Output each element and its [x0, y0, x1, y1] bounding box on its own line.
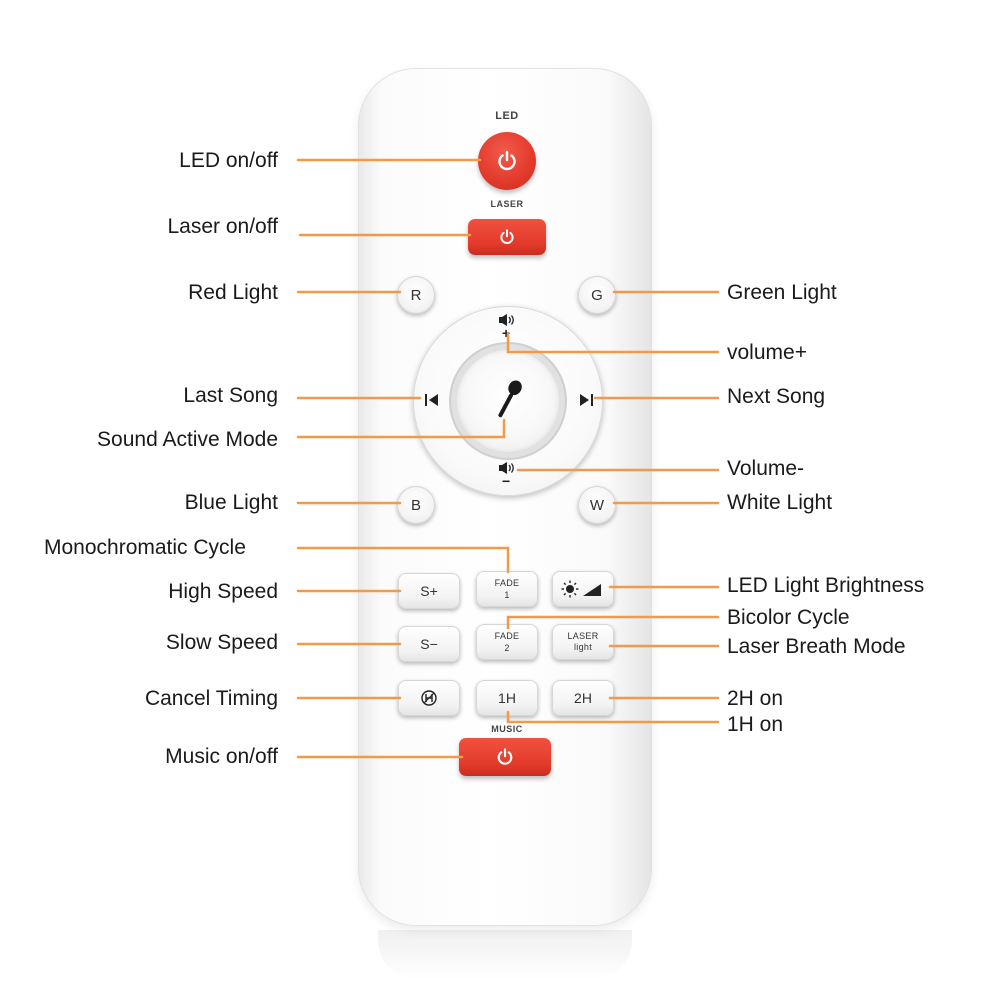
fade-2-button[interactable]: FADE 2: [476, 624, 538, 660]
green-light-button[interactable]: G: [578, 276, 616, 314]
label-last-song: Last Song: [183, 384, 278, 407]
volume-minus-sign: −: [502, 473, 511, 489]
music-label: MUSIC: [491, 724, 523, 734]
timer-1h-key-text: 1H: [498, 690, 516, 706]
timer-2h-key-text: 2H: [574, 690, 592, 706]
high-speed-key-text: S+: [420, 583, 438, 599]
label-slow-speed: Slow Speed: [165, 631, 278, 654]
label-led-onoff: LED on/off: [179, 149, 278, 172]
timer-2h-button[interactable]: 2H: [552, 680, 614, 716]
power-icon: [497, 748, 513, 765]
remote-reflection: [378, 930, 632, 980]
callout-line-bicolor: [506, 615, 720, 630]
led-power-button[interactable]: [478, 132, 536, 190]
fade-2-key-text: FADE: [494, 630, 520, 641]
last-song-button[interactable]: [424, 393, 440, 410]
red-light-button[interactable]: R: [397, 276, 435, 314]
callout-line-volume-plus: [506, 332, 720, 354]
white-light-button[interactable]: W: [578, 486, 616, 524]
label-2h-on: 2H on: [727, 687, 784, 710]
sound-active-button[interactable]: [457, 350, 559, 452]
speaker-icon: [499, 314, 514, 326]
callout-line-mono-cycle: [296, 546, 510, 574]
label-laser-onoff: Laser on/off: [167, 215, 278, 238]
label-led-brightness: LED Light Brightness: [727, 574, 925, 597]
volume-plus-sign: +: [502, 325, 511, 341]
led-brightness-button[interactable]: [552, 571, 614, 607]
label-volume-minus: Volume-: [727, 457, 805, 480]
next-song-button[interactable]: [578, 393, 594, 410]
laser-power-button[interactable]: [468, 219, 546, 255]
slow-speed-button[interactable]: S−: [398, 626, 460, 662]
microphone-icon: [498, 380, 522, 418]
label-laser-breath: Laser Breath Mode: [727, 635, 906, 658]
label-green-light: Green Light: [727, 281, 837, 304]
timer-cancel-icon: [421, 690, 437, 706]
laser-light-button[interactable]: LASER light: [552, 624, 614, 660]
fade-1-button[interactable]: FADE 1: [476, 571, 538, 607]
volume-down-button[interactable]: [498, 461, 518, 477]
label-blue-light: Blue Light: [184, 491, 278, 514]
laser-light-key-bottom: light: [573, 642, 592, 652]
sun-icon: [561, 580, 601, 598]
callout-line-1h: [506, 710, 720, 724]
music-power-button[interactable]: [459, 738, 551, 776]
volume-up-button[interactable]: [498, 313, 518, 329]
high-speed-button[interactable]: S+: [398, 573, 460, 609]
label-1h-on: 1H on: [727, 713, 784, 736]
power-icon: [498, 150, 516, 171]
next-track-icon: [580, 394, 593, 406]
label-music-onoff: Music on/off: [165, 745, 278, 768]
label-bicolor-cycle: Bicolor Cycle: [727, 606, 850, 629]
laser-label: LASER: [490, 199, 524, 209]
label-next-song: Next Song: [727, 385, 826, 408]
cancel-timing-button[interactable]: [398, 680, 460, 716]
fade-2-key-number: 2: [504, 642, 510, 653]
blue-light-button[interactable]: B: [397, 486, 435, 524]
timer-1h-button[interactable]: 1H: [476, 680, 538, 716]
callout-line-sound-active: [296, 418, 506, 439]
power-icon: [500, 229, 514, 244]
label-cancel-timing: Cancel Timing: [144, 687, 278, 710]
previous-track-icon: [425, 394, 438, 406]
slow-speed-key-text: S−: [420, 636, 438, 652]
label-high-speed: High Speed: [168, 580, 278, 603]
label-mono-cycle: Monochromatic Cycle: [44, 536, 246, 559]
fade-1-key-number: 1: [504, 589, 510, 600]
label-white-light: White Light: [727, 491, 833, 514]
led-label: LED: [495, 110, 519, 122]
label-sound-active: Sound Active Mode: [97, 428, 278, 451]
laser-light-key-top: LASER: [567, 631, 599, 641]
fade-1-key-text: FADE: [494, 577, 520, 588]
label-volume-plus: volume+: [727, 341, 807, 364]
label-red-light: Red Light: [188, 281, 278, 304]
speaker-icon: [499, 462, 514, 474]
